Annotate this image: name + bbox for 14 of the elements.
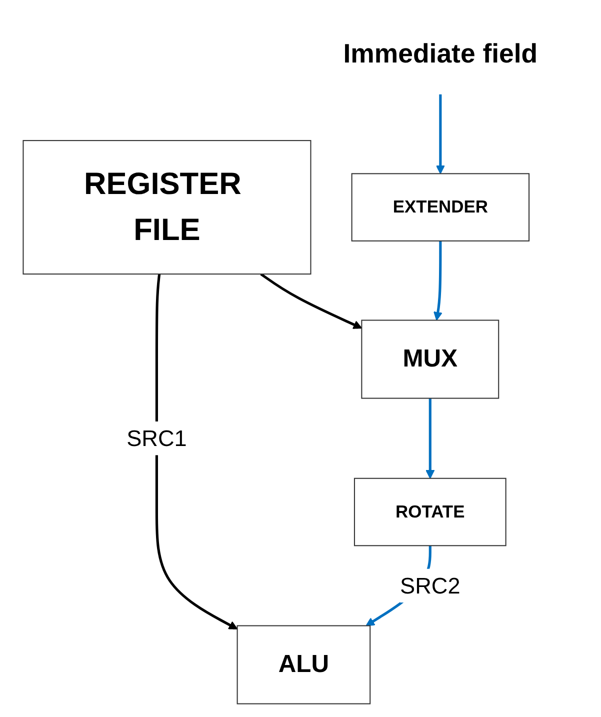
arrow — [154, 274, 238, 630]
arrow — [435, 94, 444, 174]
arrow — [425, 398, 434, 479]
node-box — [236, 625, 370, 704]
arrow — [433, 240, 442, 321]
node-box — [360, 320, 499, 399]
node-text: Immediate field — [342, 38, 538, 69]
edge-label: SRC1 — [126, 425, 186, 452]
block-diagram: SRC1 SRC2 REGISTER FILE Immediate field EXTENDER MUX ROTATE ALU — [14, 5, 586, 712]
node-box — [22, 140, 311, 275]
edge-label: SRC2 — [400, 572, 460, 599]
node-box — [350, 173, 530, 242]
arrow — [260, 273, 362, 329]
node-box — [354, 478, 506, 546]
